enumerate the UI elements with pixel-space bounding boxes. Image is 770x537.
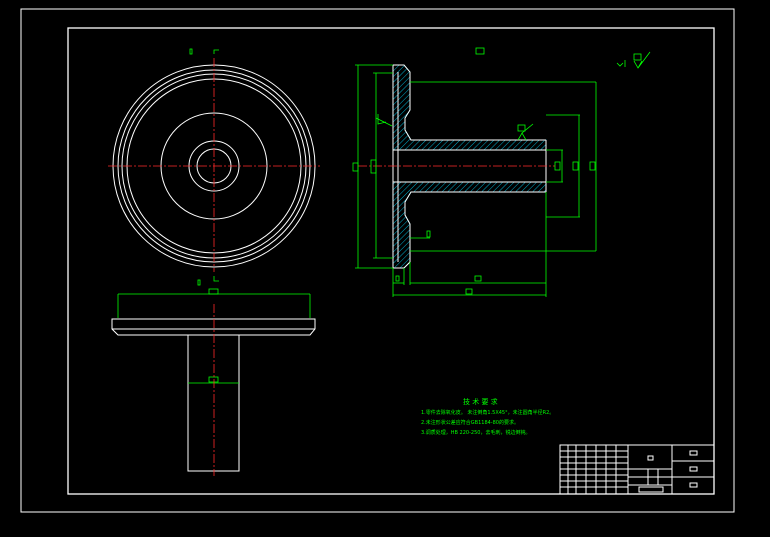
title-block xyxy=(559,444,715,495)
end-view xyxy=(108,48,320,286)
note-line-2: 2.未注形状公差应符合GB1184-80的要求。 xyxy=(421,419,519,426)
inner-drawing-frame xyxy=(67,27,715,495)
technical-notes: 技 术 要 求 1.零件去除氧化皮。 未注倒角1.5X45°，未注圆角半径R2。… xyxy=(421,397,554,436)
roughness-mark xyxy=(616,51,651,69)
note-line-1: 1.零件去除氧化皮。 未注倒角1.5X45°，未注圆角半径R2。 xyxy=(421,409,554,416)
side-view xyxy=(111,288,316,476)
section-view xyxy=(352,47,597,297)
note-line-3: 3.调质处理，HB 220-250，去毛刺，锐边倒钝。 xyxy=(421,429,530,436)
notes-heading: 技 术 要 求 xyxy=(463,397,498,406)
outer-sheet-border xyxy=(20,8,735,513)
